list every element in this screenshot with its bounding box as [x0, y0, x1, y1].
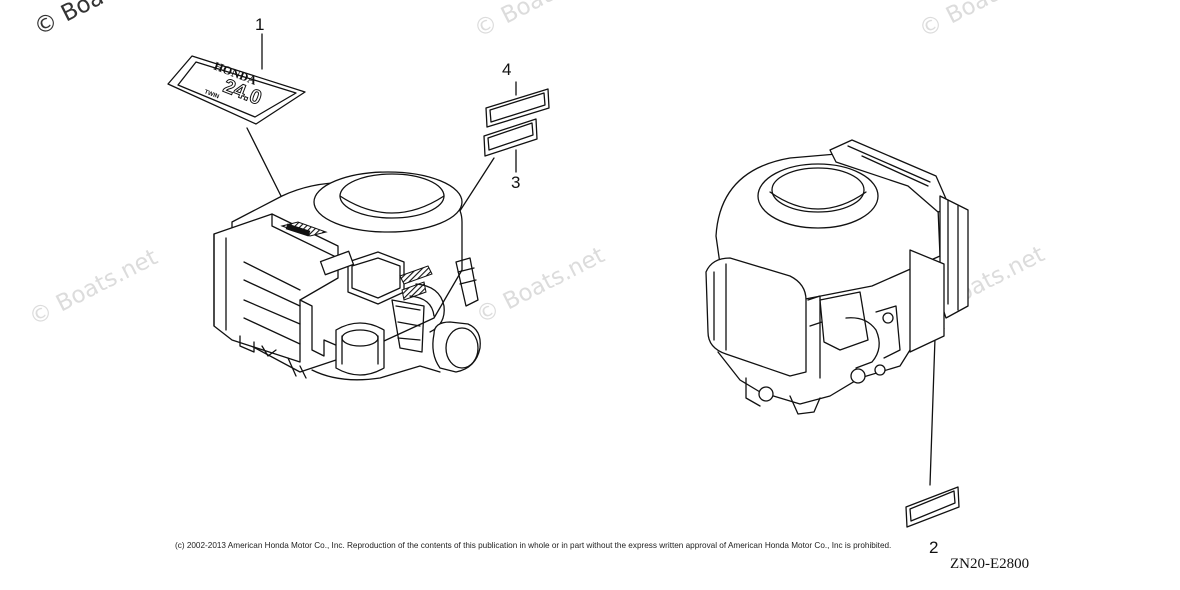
copyright-notice: (c) 2002-2013 American Honda Motor Co., … [175, 541, 892, 550]
leader-line-2 [929, 337, 936, 486]
engine-left-illustration [213, 171, 481, 381]
callout-1: 1 [255, 15, 265, 34]
label-part-3 [483, 118, 538, 157]
engine-right-illustration [705, 139, 969, 415]
callout-2: 2 [929, 538, 939, 557]
callout-4: 4 [502, 60, 512, 79]
diagram-code: ZN20-E2800 [950, 556, 1030, 572]
emblem-sub: TWIN [203, 89, 219, 100]
label-part-4 [485, 88, 550, 128]
emblem-label: HONDA 24.0 TWIN [167, 55, 306, 125]
label-part-2 [905, 486, 960, 528]
callout-3: 3 [511, 173, 521, 192]
